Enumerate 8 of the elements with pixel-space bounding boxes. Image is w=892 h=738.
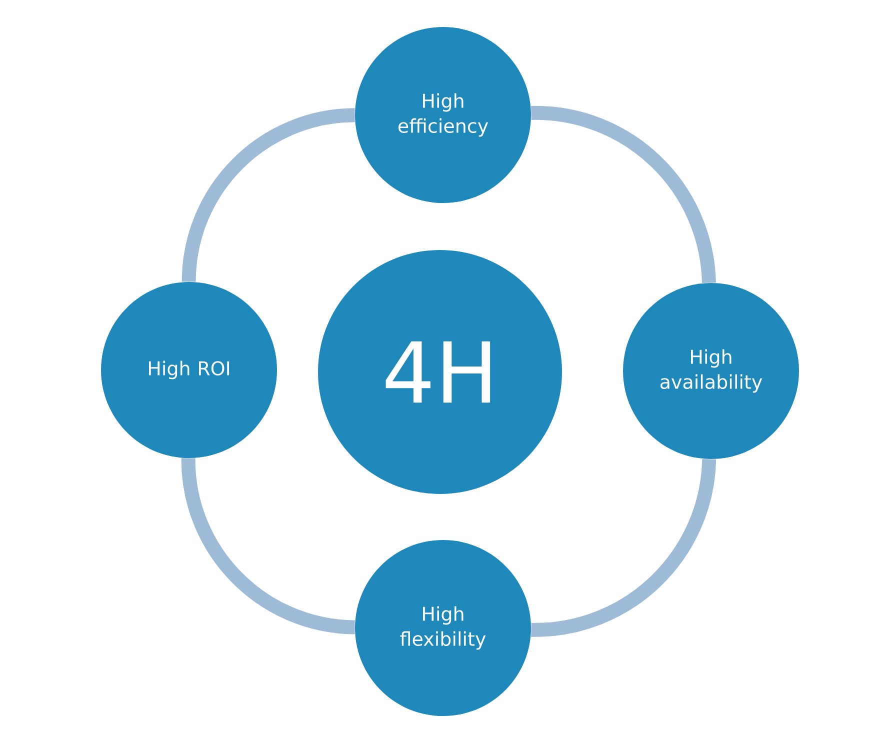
circle-node: High flexibility	[355, 540, 531, 716]
ring-arc	[182, 108, 356, 282]
ring-arc	[530, 106, 716, 284]
circle-node: High efficiency	[355, 27, 531, 203]
circle-node: High ROI	[101, 282, 277, 458]
ring-arc	[181, 458, 356, 634]
ring-arc	[530, 458, 716, 637]
circle-node: High availability	[623, 283, 799, 459]
